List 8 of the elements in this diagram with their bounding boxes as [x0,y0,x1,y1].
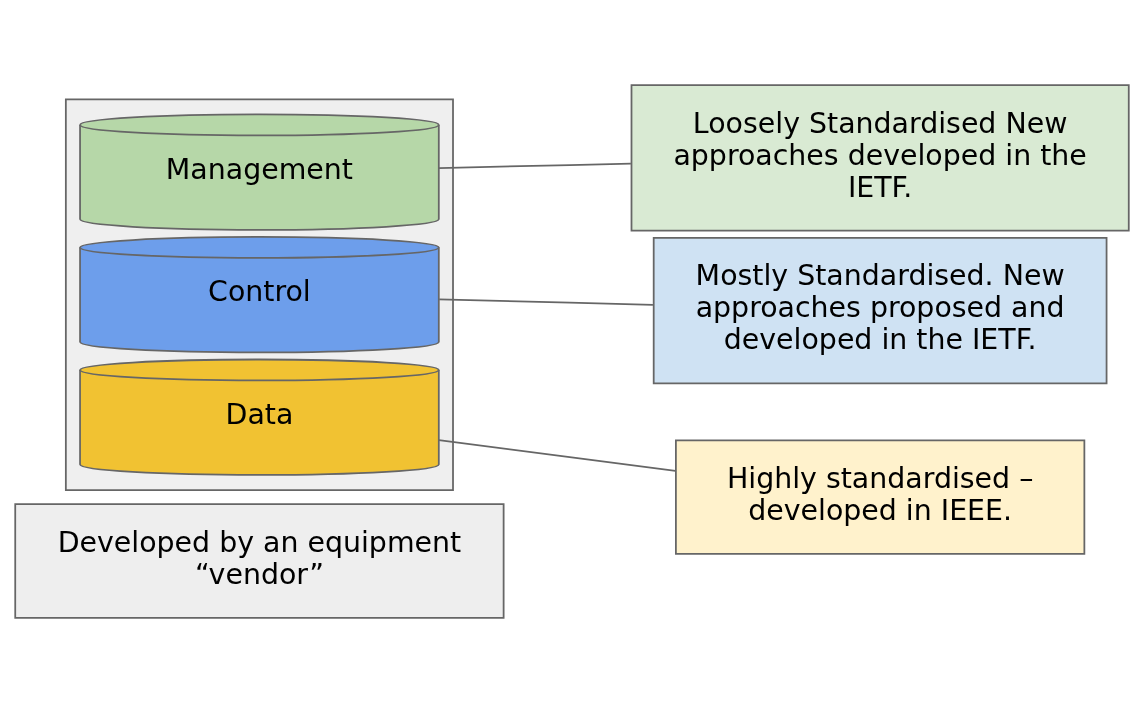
node-box: Highly standardised – developed in IEEE. [675,439,1086,555]
node-box: Developed by an equipment “vendor” [14,503,505,619]
cluster [64,98,454,491]
connector [437,439,677,472]
node-box: Loosely Standardised New approaches developed in the IETF. [630,84,1130,232]
connector [438,162,632,169]
node-box: Mostly Standardised. New approaches proposed and developed in the IETF. [652,236,1108,385]
connector [438,298,654,306]
